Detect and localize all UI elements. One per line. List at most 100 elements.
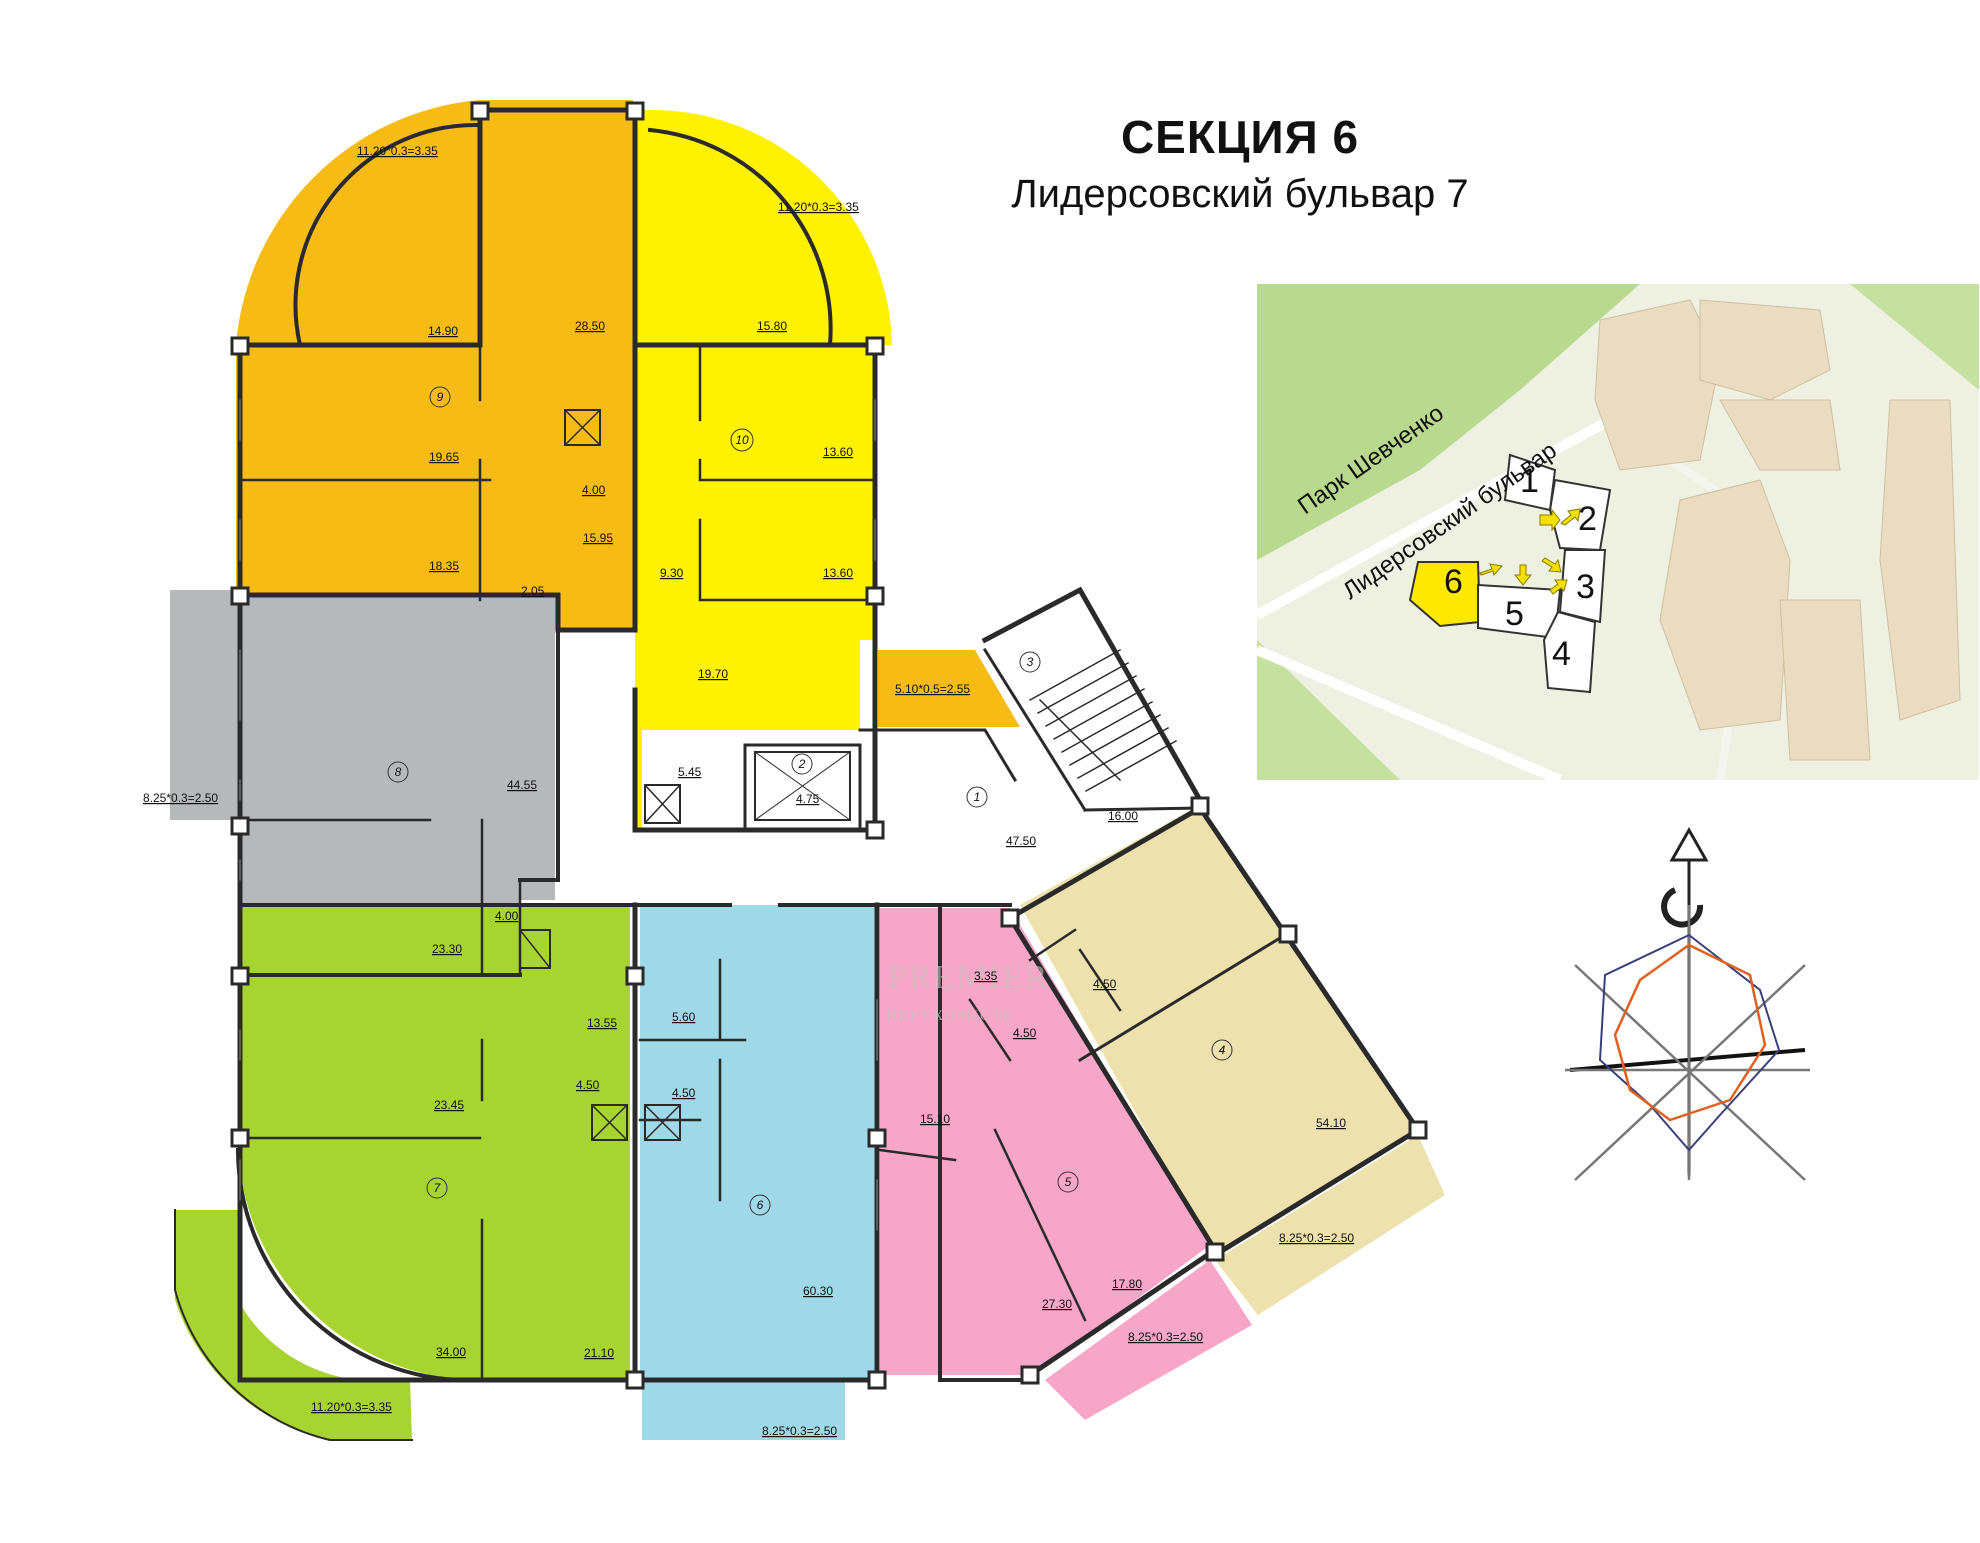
unit-5-badge: 5	[1057, 1171, 1079, 1193]
unit-10-area	[635, 109, 892, 831]
wind-rose-blue	[1598, 933, 1781, 1152]
unit-1-badge: 1	[966, 786, 988, 808]
area-u5-balcony: 8.25*0.3=2.50	[1128, 1330, 1203, 1344]
wall-unit5-outline	[878, 903, 1032, 1382]
area-u10-d: 9.30	[660, 566, 684, 580]
area-u7-e: 21.10	[584, 1346, 614, 1360]
area-u4-balcony: 8.25*0.3=2.50	[1279, 1231, 1354, 1245]
map-num-4: 4	[1552, 635, 1571, 673]
area-u1-hall: 47.50	[1006, 834, 1036, 848]
area-u6-balcony: 8.25*0.3=2.50	[762, 1424, 837, 1438]
map-section-footprint	[1408, 453, 1612, 694]
unit-4-badge: 4	[1211, 1039, 1233, 1061]
area-balcony-small: 5.10*0.5=2.55	[895, 682, 970, 696]
wall-unit7-balcony-arc	[174, 1209, 413, 1441]
area-u9-c: 19.65	[429, 450, 459, 464]
area-u5-e: 17.80	[1112, 1277, 1142, 1291]
svg-text:3: 3	[1027, 655, 1034, 669]
shaft-u9	[564, 409, 601, 446]
shaft-u7	[591, 1104, 628, 1141]
wind-rose-orange	[1613, 943, 1767, 1122]
unit-9-badge: 9	[429, 386, 451, 408]
map-section-1	[1503, 453, 1557, 512]
area-u7-c: 4.50	[576, 1078, 600, 1092]
area-u5-d: 27.30	[1042, 1297, 1072, 1311]
unit-8-badge: 8	[387, 761, 409, 783]
unit-2-badge: 2	[791, 753, 813, 775]
map-section-6	[1408, 561, 1482, 628]
balcony-small-area	[878, 650, 1020, 727]
svg-text:8: 8	[395, 765, 402, 779]
stair-divider	[1038, 698, 1122, 782]
shaft-u8	[519, 929, 551, 969]
area-u9-e: 15.95	[583, 531, 613, 545]
wall-unit9-arc	[293, 122, 481, 348]
location-map: 6 5 4 3 2 1 Парк Шевченко Лидерсовский б…	[1254, 284, 1979, 785]
unit-6-area	[640, 905, 877, 1380]
map-buildings	[1594, 299, 1961, 761]
wall-wing-outer	[1006, 804, 1422, 1259]
area-u5-b: 4.50	[1013, 1026, 1037, 1040]
area-u7-b: 23.45	[434, 1098, 464, 1112]
area-u7-a: 13.55	[587, 1016, 617, 1030]
area-u10-balcony: 11.20*0.3=3.35	[778, 200, 859, 214]
unit-6-badge: 6	[749, 1194, 771, 1216]
address: Лидерсовский бульвар 7	[1011, 172, 1469, 216]
shaft-u10	[644, 784, 681, 824]
section-title: СЕКЦИЯ 6	[1120, 111, 1360, 163]
unit-8-area	[170, 590, 555, 975]
shaft-u6	[644, 1104, 681, 1141]
map-num-5: 5	[1505, 595, 1524, 633]
header: СЕКЦИЯ 6 Лидерсовский бульвар 7	[980, 110, 1500, 217]
map-green-strip	[1257, 640, 1400, 780]
area-u6-c: 60.30	[803, 1284, 833, 1298]
windows	[239, 399, 878, 1231]
area-u8-balcony: 8.25*0.3=2.50	[143, 791, 218, 805]
area-u10-c: 13.60	[823, 566, 853, 580]
unit-9-area	[236, 100, 633, 630]
shaft-u10-cross	[643, 783, 682, 825]
svg-text:10: 10	[735, 433, 749, 447]
wall-stair-shaft	[981, 586, 1204, 804]
map-num-3: 3	[1576, 568, 1595, 606]
area-u4-a: 4.50	[1093, 977, 1117, 991]
svg-text:2: 2	[798, 757, 806, 771]
area-u6-a: 5.60	[672, 1010, 696, 1024]
unit-7-area	[238, 905, 630, 1380]
map-num-1: 1	[1520, 462, 1539, 500]
unit-4-area	[1020, 805, 1418, 1255]
shaft-u7-cross	[590, 1103, 629, 1142]
area-u10-e: 19.70	[698, 667, 728, 681]
wall-unit4-divider	[1077, 932, 1288, 1063]
area-u6-b: 4.50	[672, 1086, 696, 1100]
map-section-4	[1542, 610, 1597, 694]
area-u5-a: 3.35	[974, 969, 998, 983]
unit-numbers: 9 10 3 2 8 1 4 5 7 6	[387, 386, 1233, 1216]
interior-partitions	[238, 343, 1122, 1382]
area-u7-balcony: 11.20*0.3=3.35	[311, 1400, 392, 1414]
svg-text:6: 6	[757, 1198, 764, 1212]
north-arrow-icon	[1661, 826, 1709, 1175]
unit-3-badge: 3	[1019, 651, 1041, 673]
unit-5-area	[880, 908, 1210, 1375]
area-u9-f: 18.35	[429, 559, 459, 573]
wall-unit7-arc	[235, 1147, 473, 1383]
map-green-right	[1850, 284, 1979, 390]
svg-text:5: 5	[1065, 1175, 1072, 1189]
wall-lift-box	[743, 743, 862, 832]
area-u8-b: 4.00	[495, 909, 519, 923]
watermark-sub: НЕРУХОМІСТЬ	[886, 1008, 1014, 1024]
unit-7-badge: 7	[426, 1177, 448, 1199]
area-u9-a: 14.90	[428, 324, 458, 338]
area-u4-b: 54.10	[1316, 1116, 1346, 1130]
shaft-u6-cross	[643, 1103, 682, 1142]
shaft-u8-cross	[518, 928, 552, 970]
map-road-main	[1254, 415, 1613, 785]
wall-stair-inner	[982, 647, 1202, 813]
svg-text:7: 7	[434, 1181, 442, 1195]
area-u7-d: 34.00	[436, 1345, 466, 1359]
unit-5-balcony-area	[1045, 1260, 1252, 1420]
lift-car	[754, 751, 851, 821]
map-num-6: 6	[1444, 563, 1463, 601]
